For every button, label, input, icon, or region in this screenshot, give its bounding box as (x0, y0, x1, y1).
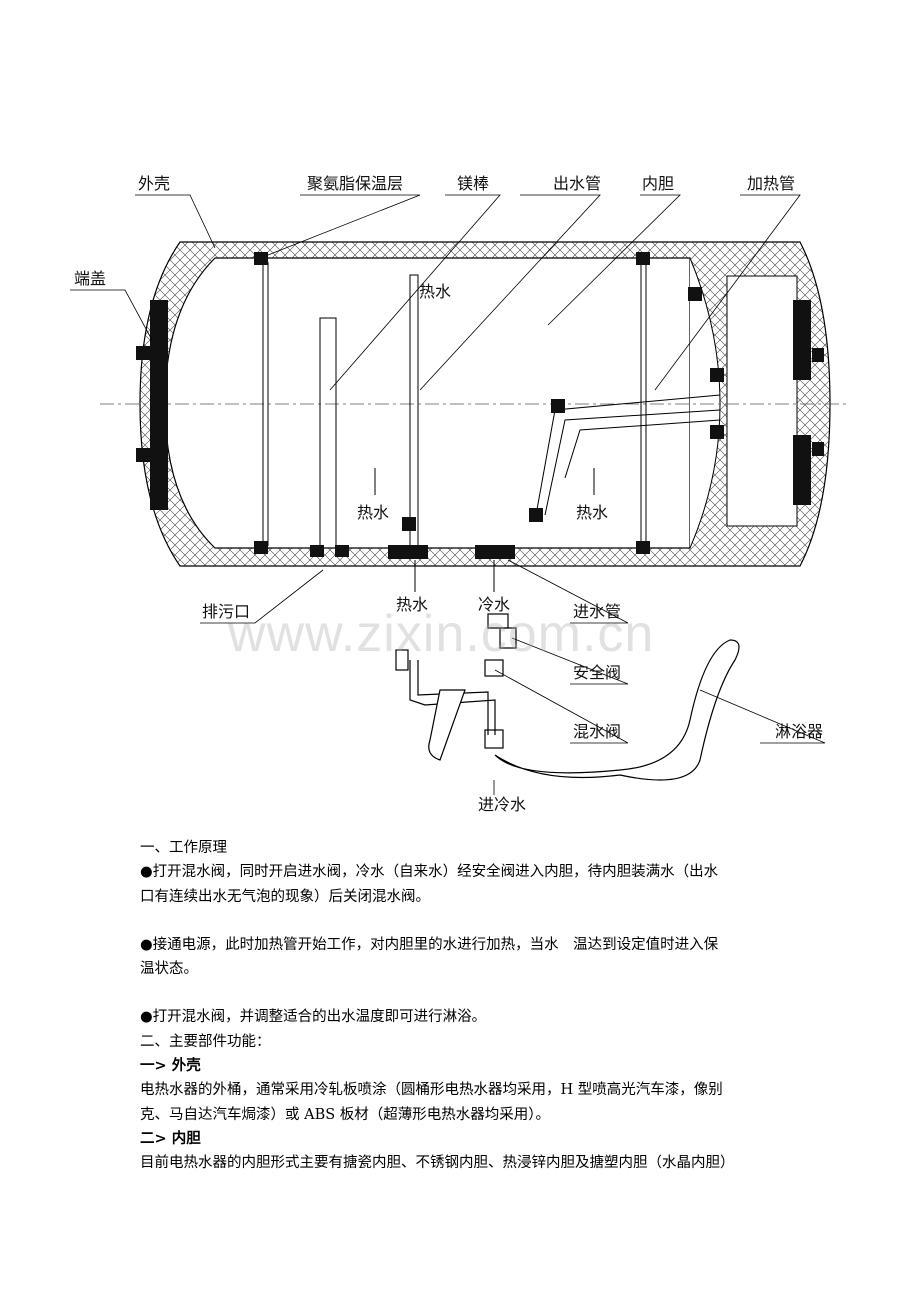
label-shower: 淋浴器 (775, 722, 823, 741)
label-end-cap: 端盖 (74, 269, 106, 288)
paragraph-line: 电热水器的外桶，通常采用冷轧板喷涂（圆桶形电热水器均采用，H 型喷高光汽车漆，像… (140, 1082, 723, 1099)
document-body: 一、工作原理 ●打开混水阀，同时开启进水阀，冷水（自来水）经安全阀进入内胆，待内… (140, 836, 800, 1176)
label-shell: 外壳 (138, 174, 170, 193)
external-plumbing (395, 613, 740, 781)
label-cold-water: 冷水 (478, 595, 510, 614)
paragraph-line: 口有连续出水无气泡的现象）后关闭混水阀。 (140, 888, 430, 905)
section-heading-principle: 一、工作原理 (140, 840, 227, 856)
paragraph-line: ●打开混水阀，并调整适合的出水温度即可进行淋浴。 (140, 1009, 487, 1026)
label-outlet-pipe: 出水管 (553, 174, 601, 193)
section-heading-components: 二、主要部件功能： (140, 1033, 271, 1050)
label-safety-valve: 安全阀 (573, 663, 621, 682)
paragraph-line: ●接通电源，此时加热管开始工作，对内胆里的水进行加热，当水 温达到设定值时进入保 (140, 936, 719, 953)
leader-lines (70, 194, 826, 795)
paragraph-line: 温状态。 (140, 961, 198, 978)
tank-shell (100, 241, 850, 567)
paragraph-line: 目前电热水器的内胆形式主要有搪瓷内胆、不锈钢内胆、热浸锌内胆及搪塑内胆（水晶内胆… (140, 1155, 735, 1172)
water-heater-diagram: 外壳 聚氨脂保温层 镁棒 出水管 内胆 加热管 端盖 热水 热水 热水 排污口 … (70, 174, 850, 814)
subheading-inner-tank: 二> 内胆 (140, 1130, 201, 1147)
label-inner-tank: 内胆 (642, 174, 674, 193)
label-drain: 排污口 (202, 602, 250, 621)
watermark: www.zixin.com.cn (228, 605, 655, 663)
label-magnesium-rod: 镁棒 (457, 174, 489, 193)
label-cold-inlet: 进冷水 (478, 795, 526, 814)
label-hot-water-left: 热水 (357, 503, 389, 522)
subheading-shell: 一> 外壳 (140, 1058, 201, 1075)
label-hot-water-top: 热水 (419, 282, 451, 301)
paragraph-line: 克、马自达汽车焗漆）或 ABS 板材（超薄形电热水器均采用）。 (140, 1106, 551, 1123)
label-heater: 加热管 (747, 174, 795, 193)
label-insulation: 聚氨脂保温层 (307, 174, 403, 193)
fasteners (136, 252, 824, 559)
label-hot-water-right: 热水 (576, 503, 608, 522)
label-hot-water-out: 热水 (396, 595, 428, 614)
internal-parts (262, 262, 721, 592)
paragraph-line: ●打开混水阀，同时开启进水阀，冷水（自来水）经安全阀进入内胆，待内胆装满水（出水 (140, 864, 719, 881)
diagram-labels: 外壳 聚氨脂保温层 镁棒 出水管 内胆 加热管 端盖 热水 热水 热水 排污口 … (74, 174, 823, 814)
label-mixing-valve: 混水阀 (573, 722, 621, 741)
label-inlet-pipe: 进水管 (573, 602, 621, 621)
